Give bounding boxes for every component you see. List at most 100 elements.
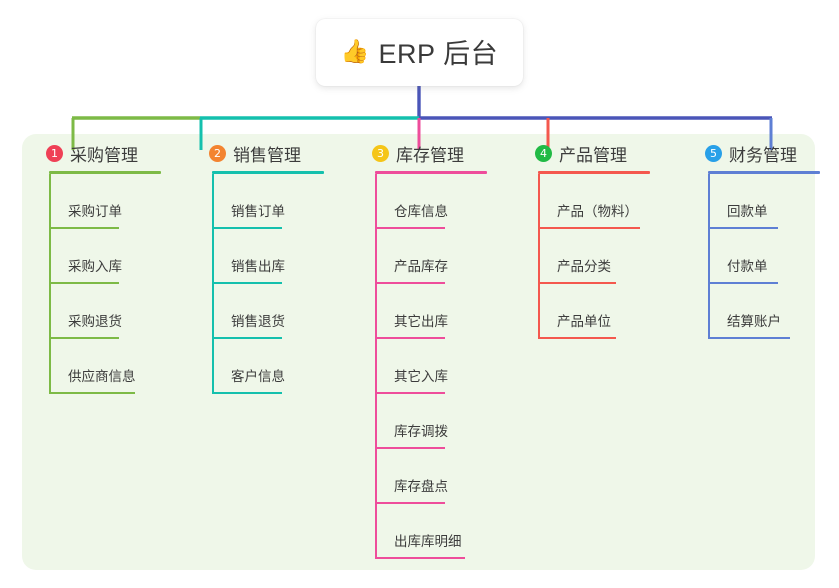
branch-child-node[interactable]: 采购退货 bbox=[36, 284, 161, 339]
branch-child-rule bbox=[375, 337, 445, 339]
branch-child-label: 仓库信息 bbox=[394, 204, 448, 219]
branch-child-node[interactable]: 销售订单 bbox=[199, 174, 324, 229]
branch-child-rule bbox=[375, 557, 465, 559]
branch-number-badge: 2 bbox=[209, 144, 226, 162]
branch-child-label: 采购退货 bbox=[68, 314, 122, 329]
branch-child-node[interactable]: 其它出库 bbox=[362, 284, 487, 339]
branch-child-node[interactable]: 其它入库 bbox=[362, 339, 487, 394]
branch-child-rule bbox=[212, 282, 282, 284]
branch-child-label: 产品（物料） bbox=[557, 204, 638, 219]
branch-child-rule bbox=[375, 282, 445, 284]
branch-number-badge: 1 bbox=[46, 144, 63, 162]
branch-child-label: 客户信息 bbox=[231, 369, 285, 384]
branch-title: 财务管理 bbox=[729, 145, 797, 165]
branch-child-node[interactable]: 出库库明细 bbox=[362, 504, 487, 559]
branch-number-badge: 4 bbox=[535, 144, 552, 162]
branch-child-node[interactable]: 产品分类 bbox=[525, 229, 650, 284]
branch-child-rule bbox=[212, 227, 282, 229]
branch-child-node[interactable]: 客户信息 bbox=[199, 339, 324, 394]
branch-child-label: 出库库明细 bbox=[394, 534, 462, 549]
branch-spine bbox=[375, 174, 377, 559]
branch-child-node[interactable]: 产品（物料） bbox=[525, 174, 650, 229]
branch-title: 产品管理 bbox=[559, 145, 627, 165]
branch-column-1[interactable]: 1 采购管理采购订单采购入库采购退货供应商信息 bbox=[36, 140, 161, 394]
branch-child-label: 库存盘点 bbox=[394, 479, 448, 494]
branch-child-rule bbox=[375, 502, 445, 504]
branch-child-label: 其它入库 bbox=[394, 369, 448, 384]
branch-spine bbox=[212, 174, 214, 394]
branch-child-node[interactable]: 产品库存 bbox=[362, 229, 487, 284]
branch-child-label: 产品库存 bbox=[394, 259, 448, 274]
branch-child-label: 采购入库 bbox=[68, 259, 122, 274]
thumbs-up-icon: 👍 bbox=[340, 38, 370, 64]
branch-title: 采购管理 bbox=[70, 145, 138, 165]
branch-children: 仓库信息产品库存其它出库其它入库库存调拨库存盘点出库库明细 bbox=[362, 174, 487, 559]
branch-child-rule bbox=[375, 227, 445, 229]
branch-header-rule bbox=[708, 171, 820, 174]
branch-number-badge: 5 bbox=[705, 144, 722, 162]
branch-child-rule bbox=[538, 282, 616, 284]
branch-child-node[interactable]: 回款单 bbox=[695, 174, 820, 229]
branch-child-rule bbox=[538, 227, 640, 229]
branch-child-node[interactable]: 库存盘点 bbox=[362, 449, 487, 504]
branch-child-rule bbox=[49, 227, 119, 229]
branch-child-node[interactable]: 采购订单 bbox=[36, 174, 161, 229]
branch-children: 回款单付款单结算账户 bbox=[695, 174, 820, 339]
branch-column-5[interactable]: 5 财务管理回款单付款单结算账户 bbox=[695, 140, 820, 339]
branch-child-label: 产品单位 bbox=[557, 314, 611, 329]
branch-title: 库存管理 bbox=[396, 145, 464, 165]
branch-children: 产品（物料） 产品分类产品单位 bbox=[525, 174, 650, 339]
branch-child-label: 库存调拨 bbox=[394, 424, 448, 439]
branch-child-rule bbox=[708, 282, 778, 284]
branch-children: 销售订单销售出库销售退货客户信息 bbox=[199, 174, 324, 394]
branch-child-rule bbox=[49, 282, 119, 284]
branch-child-label: 回款单 bbox=[727, 204, 768, 219]
branch-column-2[interactable]: 2 销售管理销售订单销售出库销售退货客户信息 bbox=[199, 140, 324, 394]
branch-child-node[interactable]: 仓库信息 bbox=[362, 174, 487, 229]
branch-header-1[interactable]: 1 采购管理 bbox=[36, 140, 161, 166]
branches-panel bbox=[22, 134, 815, 570]
branch-child-node[interactable]: 结算账户 bbox=[695, 284, 820, 339]
branch-child-node[interactable]: 采购入库 bbox=[36, 229, 161, 284]
root-node-label: ERP 后台 bbox=[378, 39, 499, 69]
branch-child-node[interactable]: 销售出库 bbox=[199, 229, 324, 284]
branch-header-rule bbox=[538, 171, 650, 174]
branch-header-5[interactable]: 5 财务管理 bbox=[695, 140, 820, 166]
root-node-content: 👍 ERP 后台 bbox=[341, 32, 498, 71]
branch-child-label: 销售退货 bbox=[231, 314, 285, 329]
branch-child-label: 销售出库 bbox=[231, 259, 285, 274]
branch-spine bbox=[538, 174, 540, 339]
branch-header-rule bbox=[375, 171, 487, 174]
branch-child-node[interactable]: 付款单 bbox=[695, 229, 820, 284]
branch-child-rule bbox=[212, 337, 282, 339]
branch-child-label: 付款单 bbox=[727, 259, 768, 274]
branch-child-node[interactable]: 销售退货 bbox=[199, 284, 324, 339]
branch-child-rule bbox=[375, 392, 445, 394]
branch-spine bbox=[708, 174, 710, 339]
branch-child-rule bbox=[375, 447, 445, 449]
root-node[interactable]: 👍 ERP 后台 bbox=[316, 19, 523, 86]
branch-child-rule bbox=[49, 337, 119, 339]
branch-header-rule bbox=[212, 171, 324, 174]
branch-header-rule bbox=[49, 171, 161, 174]
branch-child-node[interactable]: 产品单位 bbox=[525, 284, 650, 339]
branch-column-4[interactable]: 4 产品管理产品（物料） 产品分类产品单位 bbox=[525, 140, 650, 339]
branch-spine bbox=[49, 174, 51, 394]
branch-header-4[interactable]: 4 产品管理 bbox=[525, 140, 650, 166]
branch-child-label: 产品分类 bbox=[557, 259, 611, 274]
branch-child-label: 结算账户 bbox=[727, 314, 781, 329]
branch-child-label: 供应商信息 bbox=[68, 369, 136, 384]
branch-title: 销售管理 bbox=[233, 145, 301, 165]
branch-child-rule bbox=[708, 227, 778, 229]
branch-child-label: 其它出库 bbox=[394, 314, 448, 329]
branch-child-node[interactable]: 库存调拨 bbox=[362, 394, 487, 449]
branch-child-label: 采购订单 bbox=[68, 204, 122, 219]
branch-children: 采购订单采购入库采购退货供应商信息 bbox=[36, 174, 161, 394]
branch-child-rule bbox=[49, 392, 135, 394]
branch-header-2[interactable]: 2 销售管理 bbox=[199, 140, 324, 166]
branch-child-node[interactable]: 供应商信息 bbox=[36, 339, 161, 394]
branch-child-label: 销售订单 bbox=[231, 204, 285, 219]
